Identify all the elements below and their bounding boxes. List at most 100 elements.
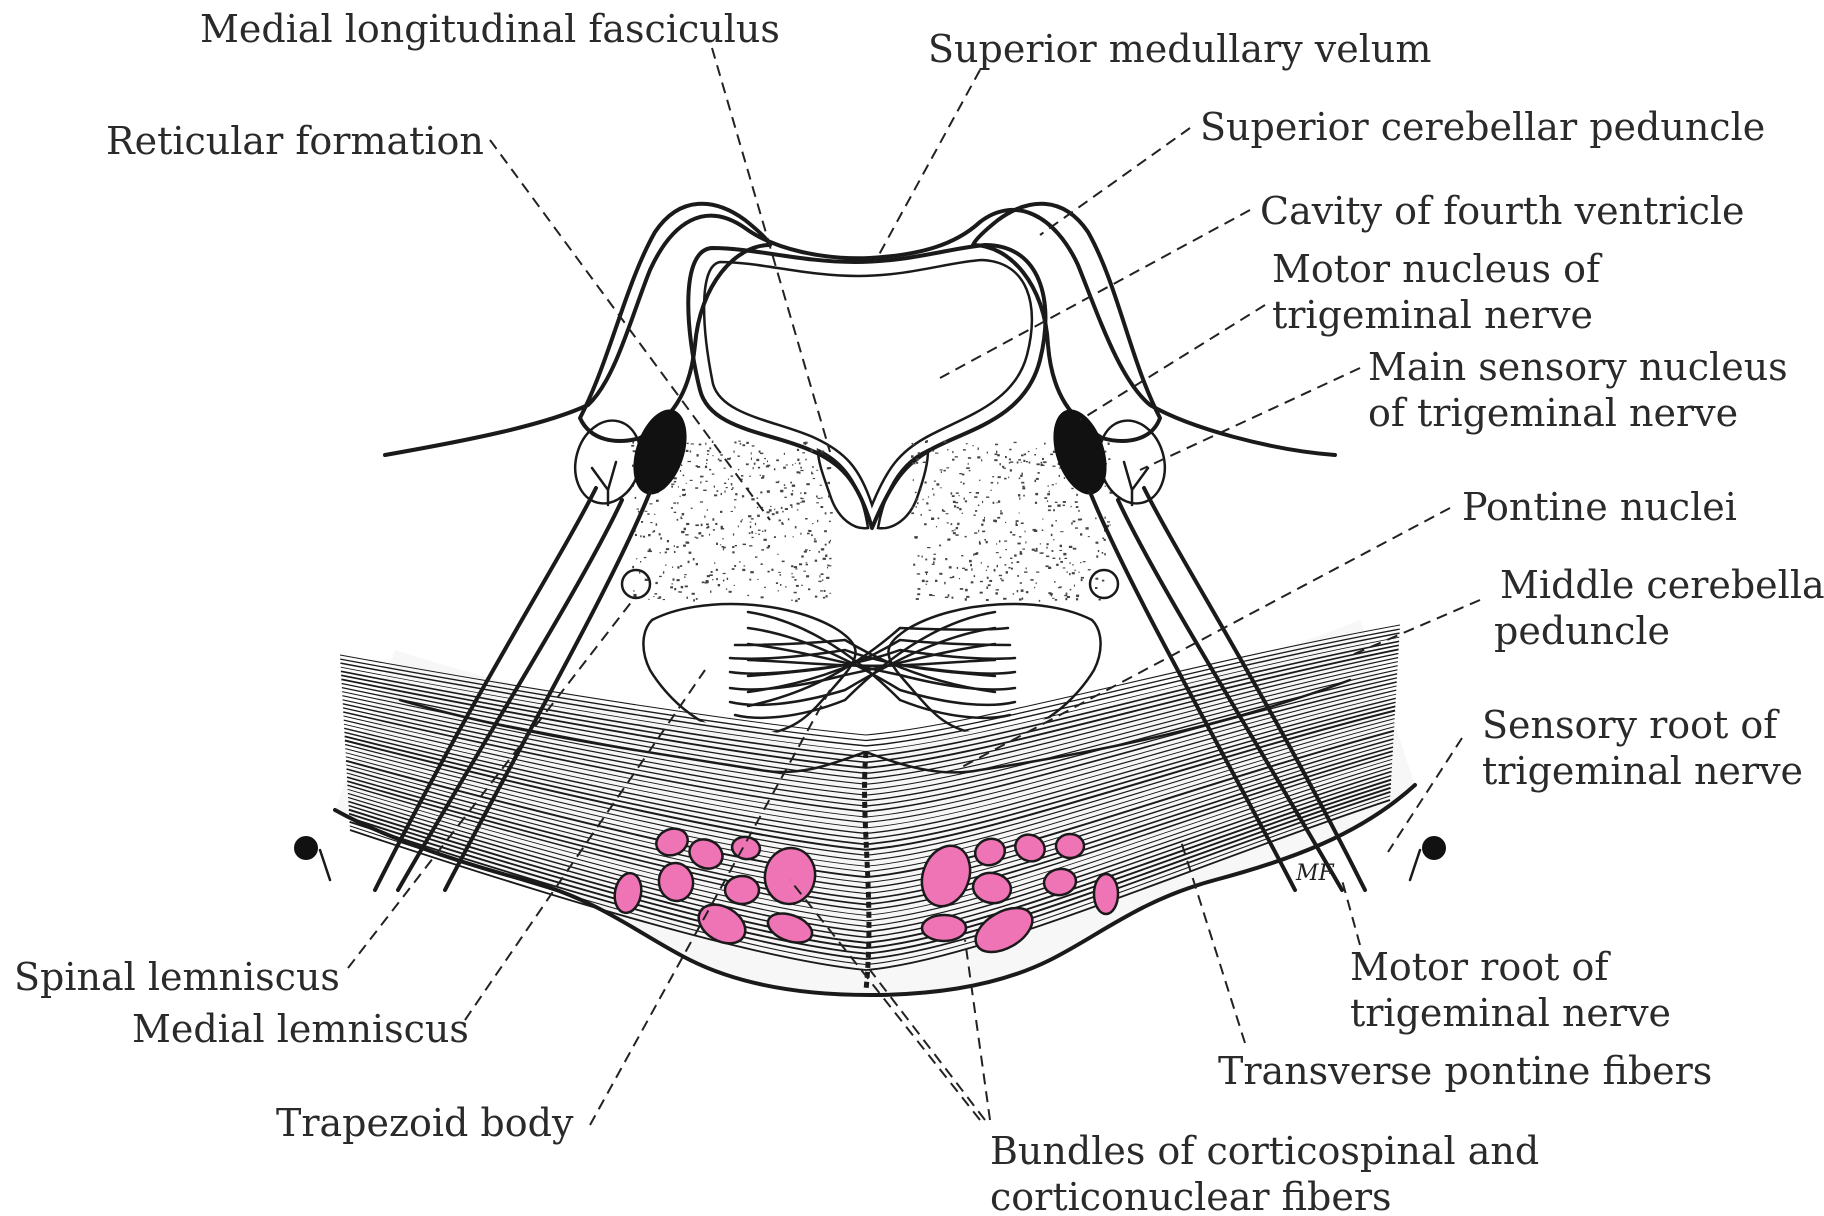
stipple-dot	[827, 482, 830, 484]
stipple-dot	[829, 593, 831, 594]
stipple-dot	[1102, 552, 1104, 554]
stipple-dot	[743, 544, 746, 546]
stipple-dot	[1076, 598, 1078, 600]
artist-signature: MF	[1295, 861, 1335, 886]
stipple-dot	[982, 531, 985, 533]
stipple-dot	[791, 565, 793, 567]
stipple-dot	[1078, 510, 1079, 512]
stipple-dot	[792, 490, 793, 491]
stipple-dot	[758, 467, 760, 469]
stipple-dot	[1056, 564, 1058, 566]
stipple-dot	[1017, 461, 1019, 463]
stipple-dot	[1020, 553, 1023, 555]
stipple-dot	[993, 502, 995, 504]
stipple-dot	[1071, 522, 1073, 524]
stipple-dot	[751, 531, 753, 534]
stipple-dot	[917, 502, 919, 504]
label-bundles-line1: Bundles of corticospinal and	[990, 1129, 1539, 1173]
stipple-dot	[949, 566, 952, 568]
stipple-dot	[1021, 455, 1024, 457]
stipple-dot	[1099, 599, 1101, 601]
stipple-dot	[756, 459, 759, 461]
stipple-dot	[825, 512, 827, 514]
stipple-dot	[939, 545, 941, 547]
stipple-dot	[763, 463, 765, 464]
stipple-dot	[965, 500, 967, 502]
stipple-dot	[927, 547, 930, 548]
stipple-dot	[721, 528, 724, 530]
stipple-dot	[709, 574, 712, 576]
stipple-dot	[1064, 477, 1065, 479]
stipple-dot	[767, 547, 770, 549]
stipple-dot	[652, 532, 654, 533]
stipple-dot	[767, 490, 770, 493]
stipple-dot	[695, 537, 697, 538]
stipple-dot	[760, 491, 762, 493]
stipple-dot	[688, 561, 690, 563]
stipple-dot	[966, 443, 968, 444]
stipple-dot	[1052, 484, 1055, 485]
stipple-dot	[958, 495, 959, 496]
stipple-dot	[921, 514, 922, 516]
stipple-dot	[1021, 462, 1022, 463]
stipple-dot	[753, 467, 754, 469]
stipple-dot	[1025, 541, 1026, 543]
stipple-dot	[916, 598, 919, 600]
stipple-dot	[1042, 530, 1044, 532]
stipple-dot	[805, 459, 806, 461]
stipple-dot	[1056, 483, 1057, 484]
stipple-dot	[733, 533, 734, 535]
leader-reticular-formation	[490, 140, 770, 520]
stipple-dot	[969, 470, 971, 471]
stipple-dot	[970, 564, 972, 566]
stipple-dot	[739, 561, 740, 563]
stipple-dot	[933, 494, 934, 496]
stipple-dot	[989, 580, 992, 582]
stipple-dot	[1048, 505, 1052, 507]
stipple-dot	[800, 533, 801, 535]
stipple-dot	[952, 576, 954, 577]
stipple-dot	[707, 450, 710, 452]
stipple-dot	[802, 500, 805, 502]
stipple-dot	[974, 515, 976, 516]
stipple-dot	[1081, 579, 1083, 581]
stipple-dot	[723, 580, 724, 582]
stipple-dot	[734, 585, 735, 586]
stipple-dot	[655, 582, 657, 584]
stipple-dot	[1060, 545, 1062, 547]
stipple-dot	[800, 502, 801, 503]
stipple-dot	[761, 596, 764, 598]
stipple-dot	[987, 566, 989, 568]
stipple-dot	[952, 495, 955, 497]
stipple-dot	[717, 490, 719, 492]
stipple-dot	[962, 568, 965, 569]
stipple-dot	[948, 594, 950, 596]
stipple-dot	[1051, 524, 1053, 526]
stipple-dot	[1002, 466, 1004, 468]
stipple-dot	[912, 443, 914, 444]
label-medial-lemniscus: Medial lemniscus	[132, 1007, 469, 1051]
stipple-dot	[1049, 491, 1050, 493]
stipple-dot	[750, 522, 752, 523]
stipple-dot	[818, 551, 820, 553]
stipple-dot	[977, 456, 980, 458]
stipple-dot	[813, 478, 815, 479]
stipple-dot	[1039, 600, 1040, 602]
stipple-dot	[981, 562, 982, 563]
stipple-dot	[997, 565, 998, 567]
stipple-dot	[757, 498, 759, 499]
stipple-dot	[716, 578, 718, 580]
stipple-dot	[674, 551, 676, 553]
stipple-dot	[1017, 575, 1019, 577]
stipple-dot	[995, 454, 998, 456]
stipple-dot	[811, 473, 813, 474]
stipple-dot	[721, 493, 722, 495]
stipple-dot	[911, 455, 914, 458]
stipple-dot	[1041, 464, 1044, 466]
stipple-dot	[1063, 505, 1065, 507]
stipple-dot	[971, 568, 972, 570]
stipple-dot	[1016, 520, 1019, 522]
stipple-dot	[757, 515, 760, 517]
stipple-dot	[660, 552, 661, 553]
stipple-dot	[801, 585, 803, 586]
